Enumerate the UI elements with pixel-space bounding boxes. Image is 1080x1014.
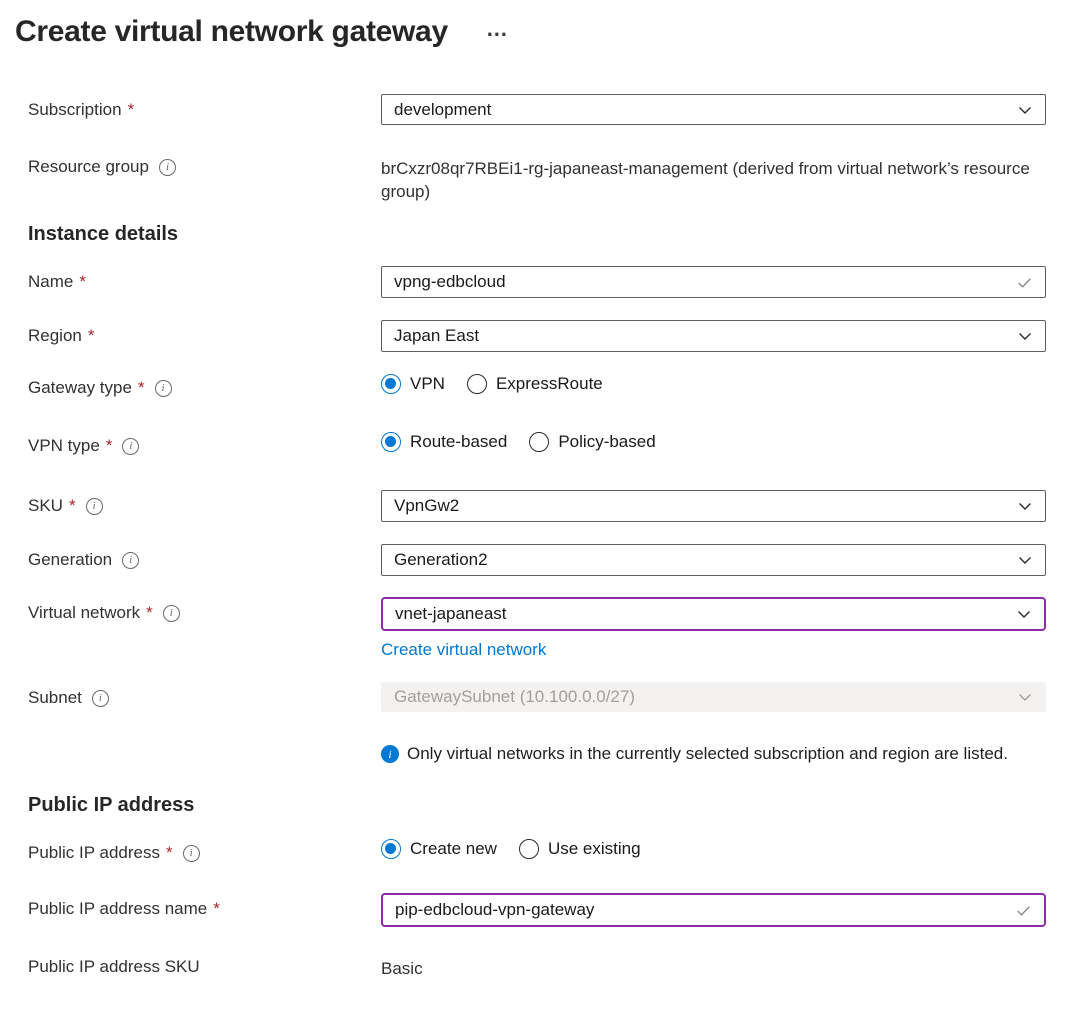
radio-option-vpn[interactable]: VPN [381,374,445,394]
chevron-down-icon [1016,606,1032,622]
name-value: vpng-edbcloud [394,272,506,291]
vpn-type-row: VPN type * i Route-based Policy-based [0,430,1080,456]
required-asterisk: * [79,272,86,291]
gateway-type-label: Gateway type * i [28,372,381,398]
required-asterisk: * [87,326,95,345]
radio-option-policy-based[interactable]: Policy-based [529,432,656,452]
create-virtual-network-link[interactable]: Create virtual network [381,640,547,659]
section-heading-public-ip-address: Public IP address [28,794,195,816]
virtual-network-row: Virtual network * i vnet-japaneast Creat… [0,597,1080,660]
virtual-network-label: Virtual network * i [28,597,381,623]
info-filled-icon: i [381,745,399,763]
subnet-select-disabled: GatewaySubnet (10.100.0.0/27) [381,682,1046,712]
generation-select[interactable]: Generation2 [381,544,1046,576]
radio-selected-icon [381,839,401,859]
required-asterisk: * [127,100,135,119]
chevron-down-icon [1017,102,1033,118]
radio-option-use-existing[interactable]: Use existing [518,839,641,859]
required-asterisk: * [165,843,173,862]
subnet-label: Subnet i [28,682,381,708]
public-ip-radio-group: Create new Use existing [381,837,1046,859]
generation-value: Generation2 [394,550,488,569]
radio-unselected-icon [518,839,539,859]
radio-option-create-new[interactable]: Create new [381,839,497,859]
virtual-network-select[interactable]: vnet-japaneast [381,597,1046,631]
public-ip-mode-label: Public IP address * i [28,837,381,863]
chevron-down-icon [1017,498,1033,514]
subscription-label: Subscription * [28,100,135,119]
resource-group-row: Resource group i brCxzr08qr7RBEi1-rg-jap… [0,151,1080,203]
name-input[interactable]: vpng-edbcloud [381,266,1046,298]
region-value: Japan East [394,326,480,345]
info-icon[interactable]: i [122,437,140,455]
public-ip-sku-value: Basic [381,959,423,978]
radio-option-route-based[interactable]: Route-based [381,432,507,452]
radio-option-expressroute[interactable]: ExpressRoute [466,374,603,394]
page-header: Create virtual network gateway … [0,0,1080,52]
vpn-type-radio-group: Route-based Policy-based [381,430,1046,452]
radio-selected-icon [381,374,401,394]
name-label: Name * [28,272,86,291]
generation-row: Generation i Generation2 [0,544,1080,576]
radio-unselected-icon [529,432,550,452]
subscription-value: development [394,99,492,119]
chevron-down-icon [1017,552,1033,568]
sku-label: SKU * i [28,490,381,516]
resource-group-value: brCxzr08qr7RBEi1-rg-japaneast-management… [381,159,1030,201]
subscription-row: Subscription * development [0,94,1080,125]
sku-row: SKU * i VpnGw2 [0,490,1080,522]
info-icon[interactable]: i [85,497,103,515]
required-asterisk: * [68,496,76,515]
checkmark-icon [1016,274,1033,291]
generation-label: Generation i [28,544,381,570]
required-asterisk: * [105,436,113,455]
region-row: Region * Japan East [0,320,1080,352]
region-select[interactable]: Japan East [381,320,1046,352]
public-ip-name-label: Public IP address name * [28,899,220,918]
subnet-row: Subnet i GatewaySubnet (10.100.0.0/27) [0,682,1080,712]
region-label: Region * [28,326,95,345]
public-ip-sku-label: Public IP address SKU [28,957,200,976]
resource-group-label: Resource group i [28,151,381,177]
required-asterisk: * [146,603,153,622]
name-row: Name * vpng-edbcloud [0,266,1080,298]
section-heading-instance-details: Instance details [28,223,179,245]
info-icon[interactable]: i [91,689,109,707]
vpn-type-label: VPN type * i [28,430,381,456]
info-note: i Only virtual networks in the currently… [0,742,1080,766]
info-icon[interactable]: i [154,379,172,397]
info-note-text: Only virtual networks in the currently s… [407,744,1008,763]
public-ip-name-value: pip-edbcloud-vpn-gateway [395,900,595,919]
sku-value: VpnGw2 [394,496,460,515]
public-ip-mode-row: Public IP address * i Create new Use exi… [0,837,1080,863]
info-icon[interactable]: i [162,604,180,622]
chevron-down-icon [1017,689,1033,705]
info-icon[interactable]: i [158,158,176,176]
more-options-button[interactable]: … [485,16,509,41]
gateway-type-radio-group: VPN ExpressRoute [381,372,1046,394]
subscription-select[interactable]: development [381,94,1046,125]
public-ip-name-row: Public IP address name * pip-edbcloud-vp… [0,893,1080,927]
chevron-down-icon [1017,328,1033,344]
public-ip-name-input[interactable]: pip-edbcloud-vpn-gateway [381,893,1046,927]
radio-selected-icon [381,432,401,452]
public-ip-sku-row: Public IP address SKU Basic [0,951,1080,980]
sku-select[interactable]: VpnGw2 [381,490,1046,522]
required-asterisk: * [137,378,145,397]
page-title: Create virtual network gateway [15,15,448,48]
gateway-type-row: Gateway type * i VPN ExpressRoute [0,372,1080,398]
info-icon[interactable]: i [182,844,200,862]
radio-unselected-icon [466,374,487,394]
checkmark-icon [1015,902,1032,919]
info-icon[interactable]: i [122,551,140,569]
virtual-network-value: vnet-japaneast [395,604,507,623]
subnet-value: GatewaySubnet (10.100.0.0/27) [394,687,635,706]
required-asterisk: * [213,899,220,918]
